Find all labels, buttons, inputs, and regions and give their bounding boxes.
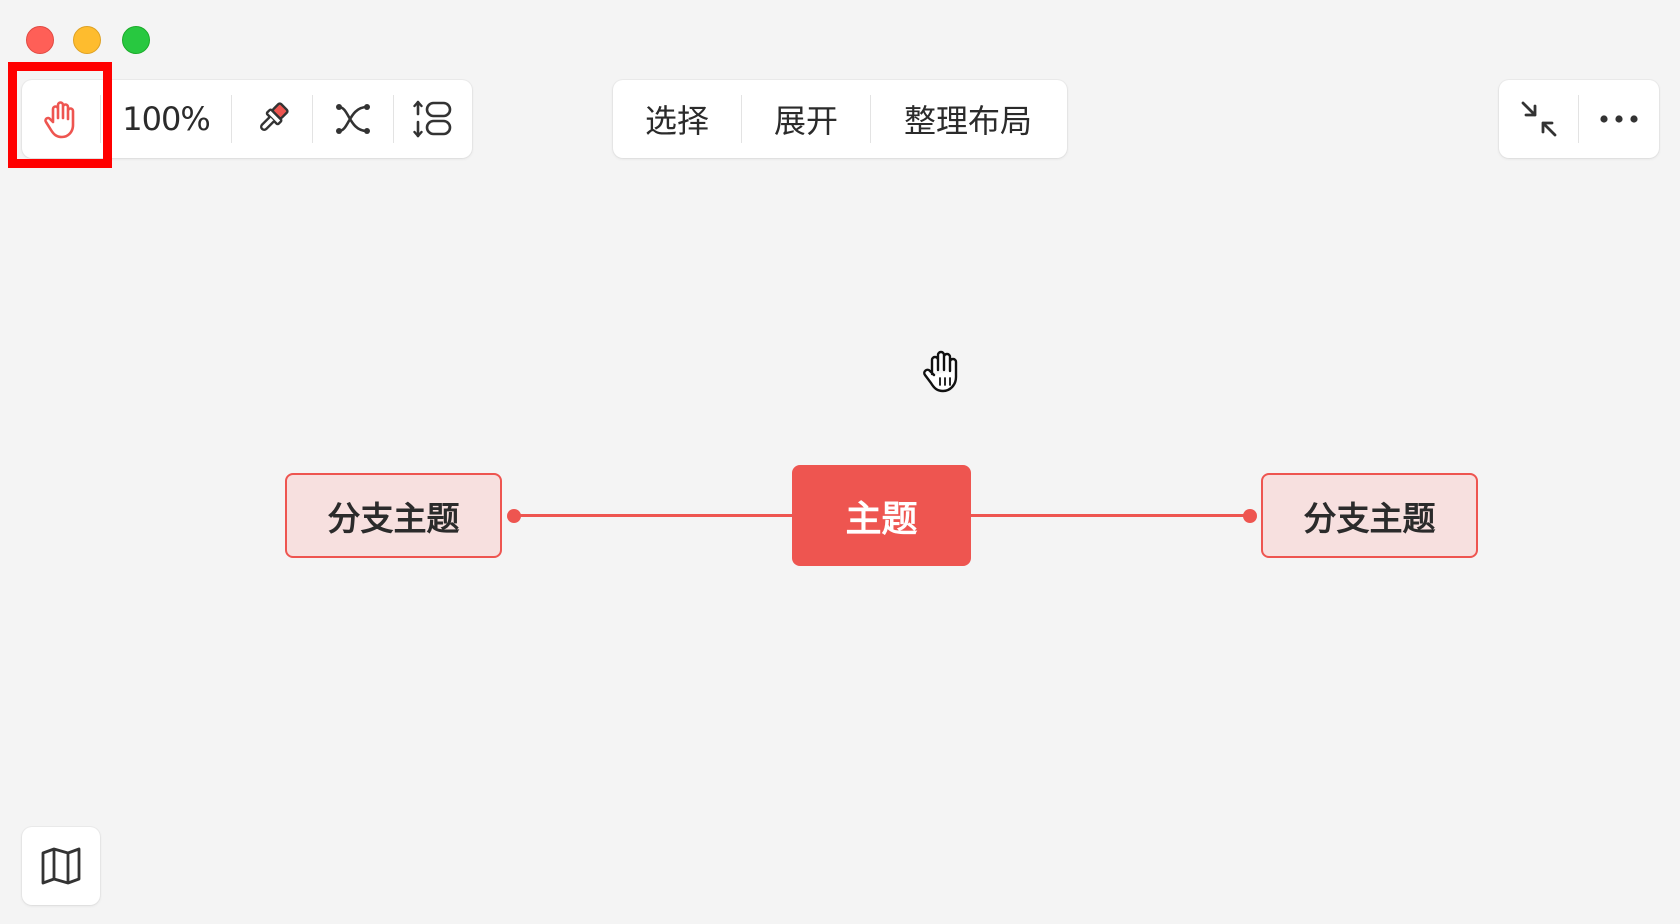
toolbar-divider [870, 95, 871, 143]
right-toolbar [1499, 80, 1659, 158]
right-branch-topic[interactable]: 分支主题 [1261, 473, 1478, 558]
collapse-arrows-icon [1521, 101, 1556, 137]
left-branch-topic[interactable]: 分支主题 [285, 473, 502, 558]
cross-arrows-icon [336, 104, 370, 134]
format-painter-button[interactable] [232, 80, 312, 158]
vertical-layout-icon [413, 100, 452, 138]
hand-icon [44, 101, 75, 139]
structure-button[interactable] [313, 80, 393, 158]
hand-tool-button[interactable] [22, 80, 100, 158]
collapse-button[interactable] [1499, 80, 1578, 158]
window-close-button[interactable] [26, 26, 54, 54]
left-connector-dot[interactable] [507, 509, 521, 523]
hand-cursor-icon [923, 350, 958, 393]
layout-button[interactable] [394, 80, 472, 158]
more-dots-icon [1599, 115, 1638, 123]
toolbar-divider [393, 95, 394, 143]
left-toolbar: 100% [22, 80, 472, 158]
select-button[interactable]: 选择 [644, 102, 709, 140]
toolbar-divider [231, 95, 232, 143]
minimap-button[interactable] [22, 827, 100, 905]
arrange-layout-button[interactable]: 整理布局 [903, 102, 1032, 140]
paintbrush-icon [260, 102, 289, 131]
map-icon [41, 847, 81, 885]
toolbar-divider [312, 95, 313, 143]
right-connector-dot[interactable] [1243, 509, 1257, 523]
zoom-level-button[interactable]: 100% [122, 100, 210, 138]
toolbar-divider [1578, 95, 1579, 143]
toolbar-divider [741, 95, 742, 143]
window-maximize-button[interactable] [122, 26, 150, 54]
toolbar-divider [100, 95, 101, 143]
expand-button[interactable]: 展开 [773, 102, 838, 140]
main-topic[interactable]: 主题 [792, 465, 971, 566]
more-options-button[interactable] [1579, 80, 1658, 158]
window-minimize-button[interactable] [73, 26, 101, 54]
left-connector-line [513, 514, 792, 517]
center-toolbar: 选择 展开 整理布局 [613, 80, 1067, 158]
right-connector-line [971, 514, 1250, 517]
